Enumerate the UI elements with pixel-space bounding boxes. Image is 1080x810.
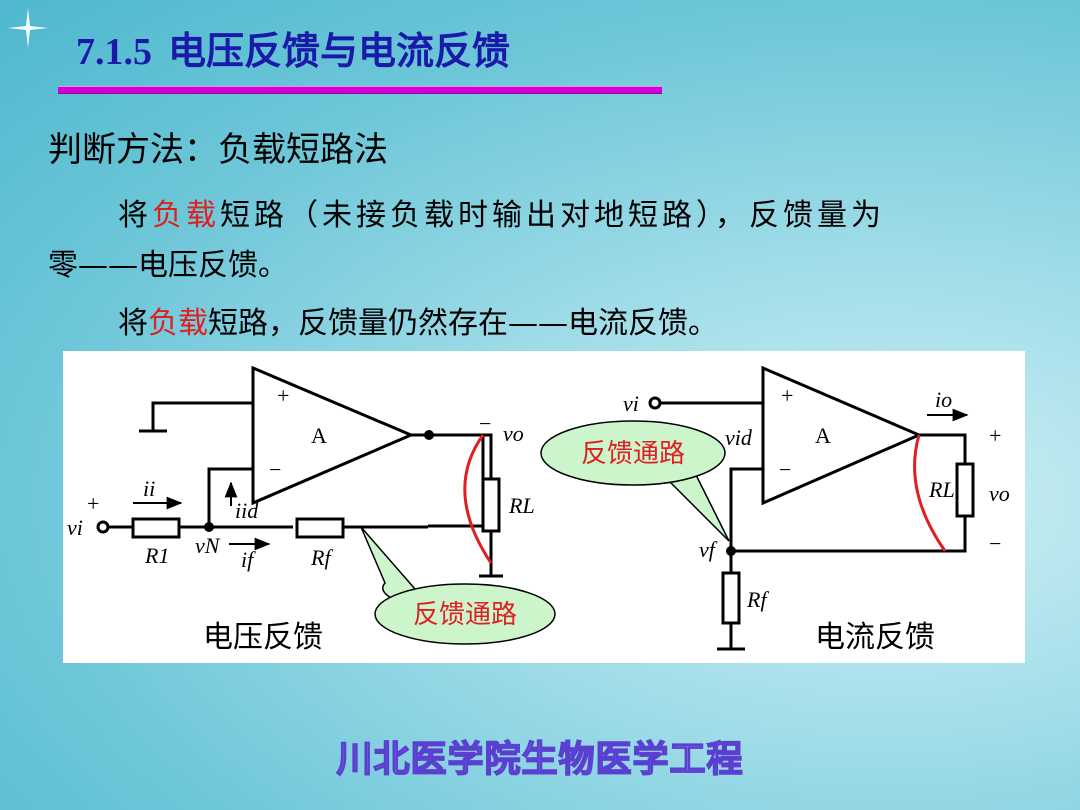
resistor-RL-right (955, 462, 975, 518)
left-amp-label: A (311, 423, 327, 448)
label-RL-right: RL (928, 477, 955, 502)
voltage-feedback-circuit (107, 365, 503, 578)
label-vi-right: vi (623, 391, 639, 416)
callout-pointer-left (360, 526, 417, 600)
label-vo-left: vo (503, 421, 524, 446)
left-plus-in: + (277, 383, 289, 408)
sparkle-icon (8, 8, 48, 48)
current-feedback-circuit (661, 365, 967, 651)
section-number: 7.1.5 (76, 31, 152, 73)
left-vo-minus: − (479, 411, 491, 436)
label-ii: ii (143, 476, 155, 501)
paragraph-1-line-1: 将负载短路（未接负载时输出对地短路），反馈量为 (118, 190, 885, 234)
node-output-left (424, 430, 434, 440)
paragraph-2: 将负载短路，反馈量仍然存在——电流反馈。 (118, 298, 718, 342)
label-if: if (241, 547, 256, 572)
callout-left-text: 反馈通路 (413, 600, 517, 630)
circuit-svg: + A − − vo RL + vi ii iid R1 vN if Rf 反馈… (67, 365, 1010, 655)
resistor-R1 (131, 517, 181, 539)
resistor-Rf-right (721, 571, 741, 625)
label-io: io (935, 387, 952, 412)
label-iid: iid (235, 498, 259, 523)
label-vf: vf (699, 537, 718, 562)
callout-right-text: 反馈通路 (581, 439, 685, 469)
caption-voltage-feedback: 电压反馈 (203, 620, 323, 655)
circuit-diagram: + A − − vo RL + vi ii iid R1 vN if Rf 反馈… (63, 351, 1025, 663)
label-Rf-right: Rf (746, 587, 769, 612)
p2-post: 短路，反馈量仍然存在——电流反馈。 (208, 306, 718, 341)
title-underline (58, 86, 662, 94)
label-Rf-left: Rf (310, 545, 333, 570)
method-heading: 判断方法：负载短路法 (48, 130, 388, 170)
resistor-RL-left (481, 477, 501, 533)
node-vN (204, 522, 214, 532)
p2-highlight: 负载 (148, 306, 208, 341)
label-vo-right: vo (989, 481, 1010, 506)
right-amp-label: A (815, 423, 831, 448)
footer-institution: 川北医学院生物医学工程 (336, 738, 744, 781)
right-vo-plus: + (989, 423, 1001, 448)
right-vo-minus: − (989, 531, 1001, 556)
label-vN: vN (195, 533, 221, 558)
label-RL-left: RL (508, 493, 535, 518)
p2-pre: 将 (118, 306, 148, 341)
callout-bubble-left (374, 583, 556, 645)
input-node-right (648, 396, 662, 410)
left-vi-plus: + (87, 491, 99, 516)
slide-title: 7.1.5 电压反馈与电流反馈 (76, 20, 510, 75)
label-R1: R1 (144, 543, 169, 568)
title-text: 电压反馈与电流反馈 (168, 29, 511, 73)
right-minus-in: − (779, 457, 791, 482)
left-minus-in: − (269, 457, 281, 482)
p1-pre: 将 (118, 198, 152, 233)
callout-bubble-right (540, 420, 726, 486)
right-opamp-triangle (761, 365, 923, 506)
node-vf (726, 546, 736, 556)
left-opamp-triangle (251, 365, 415, 506)
input-node-left (96, 520, 110, 534)
p1-post: 短路（未接负载时输出对地短路），反馈量为 (220, 198, 885, 233)
right-plus-in: + (781, 383, 793, 408)
paragraph-1-line-2: 零——电压反馈。 (48, 248, 288, 283)
short-circuit-line-right (913, 434, 947, 552)
resistor-Rf-left (295, 517, 345, 539)
caption-current-feedback: 电流反馈 (815, 620, 935, 655)
short-circuit-line-left (463, 434, 493, 564)
p1-highlight: 负载 (152, 198, 220, 233)
label-vid: vid (725, 425, 753, 450)
label-vi-left: vi (67, 515, 83, 540)
